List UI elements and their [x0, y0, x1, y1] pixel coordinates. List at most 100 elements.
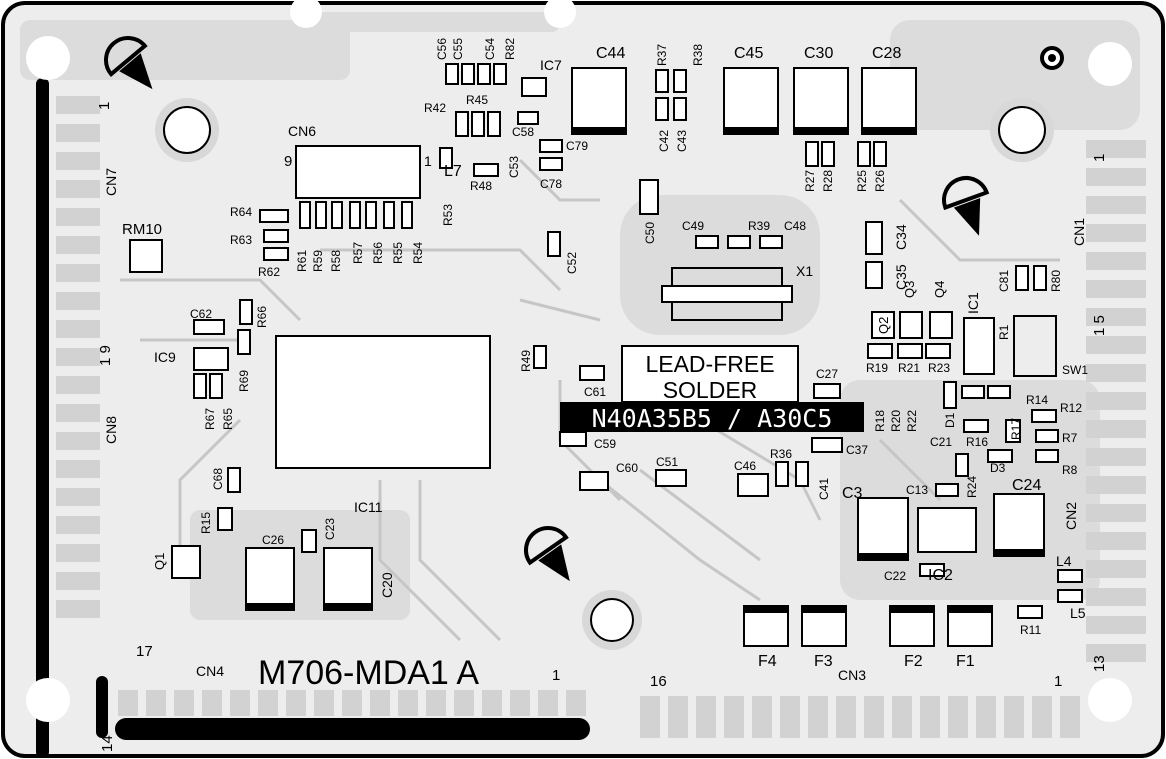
refdes-label: CN2	[1063, 502, 1079, 530]
refdes-label: C61	[584, 385, 606, 399]
refdes-label: R1	[997, 324, 1011, 340]
refdes-label: R8	[1062, 463, 1078, 477]
refdes-label: C53	[507, 156, 521, 178]
lead-free-line2: SOLDER	[663, 377, 758, 403]
refdes-label: IC1	[965, 292, 981, 314]
refdes-label: C24	[1012, 477, 1041, 494]
refdes-label: Q1	[152, 553, 167, 570]
refdes-label: R28	[821, 170, 835, 192]
cn4-pin14-label: 14	[99, 735, 116, 752]
cn3-pin1-label: 1	[1054, 673, 1062, 690]
cn8-pin19-label: 1 9	[97, 345, 114, 366]
refdes-label: R38	[691, 44, 705, 66]
refdes-label: R67	[203, 408, 217, 430]
cn6-pin9-label: 9	[284, 153, 292, 170]
refdes-label: F1	[956, 653, 975, 670]
refdes-label: CN8	[103, 416, 119, 444]
refdes-label: C34	[893, 224, 909, 250]
refdes-label: C56	[435, 38, 449, 60]
refdes-label: D3	[990, 461, 1006, 475]
refdes-label: R69	[237, 370, 251, 392]
refdes-label: R22	[905, 410, 919, 432]
refdes-label: R65	[221, 408, 235, 430]
cn1-pin15-label: 1 5	[1091, 315, 1108, 336]
refdes-label: R19	[866, 361, 888, 375]
refdes-label: C78	[540, 177, 562, 191]
refdes-label: IC7	[540, 57, 562, 73]
refdes-label: R36	[770, 447, 792, 461]
refdes-label: CN3	[838, 667, 866, 683]
refdes-label: R7	[1062, 431, 1078, 445]
refdes-label: R61	[295, 250, 309, 272]
refdes-label: C45	[734, 45, 763, 62]
refdes-label: C43	[675, 130, 689, 152]
refdes-label: R15	[199, 512, 213, 534]
cn7-pin1-label: 1	[96, 102, 113, 110]
part-number: N40A35B5 / A30C5	[592, 404, 833, 433]
cn1-pin1-label: 1	[1091, 154, 1108, 162]
refdes-label: C49	[682, 219, 704, 233]
refdes-label: C68	[211, 468, 225, 490]
refdes-label: R25	[855, 170, 869, 192]
cn6-pin1-label: 1	[424, 153, 432, 169]
cn4-pin1-label: 1	[552, 667, 560, 684]
refdes-label: Q4	[932, 281, 947, 298]
refdes-label: C28	[872, 45, 901, 62]
refdes-label: C46	[734, 459, 756, 473]
refdes-label: C3	[842, 485, 863, 502]
fiducial-marker-bottom	[524, 526, 570, 582]
refdes-label: C59	[594, 437, 616, 451]
refdes-label: SW1	[1062, 363, 1088, 377]
refdes-label: C37	[846, 443, 868, 457]
refdes-label: R45	[466, 93, 488, 107]
refdes-label: L4	[1056, 553, 1072, 569]
refdes-label: R57	[351, 242, 365, 264]
refdes-label: R49	[519, 350, 533, 372]
refdes-label: R27	[803, 170, 817, 192]
refdes-label: R14	[1026, 393, 1048, 407]
refdes-label: R56	[371, 242, 385, 264]
refdes-label: IC2	[928, 567, 953, 584]
refdes-label: F4	[758, 653, 777, 670]
mounting-holes	[26, 0, 1132, 722]
refdes-label: Q3	[902, 281, 917, 298]
edge-stripes	[36, 78, 590, 758]
refdes-label: C60	[616, 461, 638, 475]
refdes-label: Q2	[876, 317, 891, 334]
cn3-pin16-label: 16	[650, 673, 667, 690]
refdes-label: C54	[483, 38, 497, 60]
refdes-label: R48	[470, 179, 492, 193]
refdes-label: C51	[656, 455, 678, 469]
lead-free-line1: LEAD-FREE	[645, 351, 774, 377]
refdes-label: CN4	[196, 663, 224, 679]
cn4-pin17-label: 17	[136, 643, 153, 660]
refdes-label: C13	[906, 483, 928, 497]
refdes-label: D1	[943, 412, 957, 428]
refdes-labels-rotated: CN7 CN8 CN1 CN2 IC1 Q1 Q2 Q3 Q4 D1 R1 R1…	[103, 38, 1087, 598]
refdes-label: R59	[311, 250, 325, 272]
fuses	[743, 605, 993, 647]
refdes-label: C21	[930, 435, 952, 449]
refdes-label: R11	[1020, 623, 1041, 637]
refdes-label: L7	[444, 163, 462, 180]
refdes-label: C27	[816, 367, 838, 381]
refdes-label: R66	[255, 306, 269, 328]
refdes-label: CN7	[103, 168, 119, 196]
refdes-label: F3	[814, 653, 833, 670]
refdes-label: R21	[898, 361, 920, 375]
refdes-label: C42	[657, 130, 671, 152]
refdes-label: C44	[596, 45, 625, 62]
refdes-label: C58	[512, 125, 534, 139]
cn4-pads	[118, 690, 586, 716]
refdes-label: R16	[966, 435, 988, 449]
refdes-label: R26	[873, 170, 887, 192]
refdes-label: C48	[784, 219, 806, 233]
refdes-label: C22	[884, 569, 906, 583]
refdes-label: C81	[997, 270, 1011, 292]
refdes-label: C79	[566, 139, 588, 153]
refdes-label: R42	[424, 101, 446, 115]
refdes-label: C30	[804, 45, 833, 62]
refdes-labels-horizontal: CN6 CN4 CN3 IC7 IC9 IC11 IC2 X1 RM10 SW1…	[122, 45, 1088, 683]
refdes-label: C26	[262, 533, 284, 547]
